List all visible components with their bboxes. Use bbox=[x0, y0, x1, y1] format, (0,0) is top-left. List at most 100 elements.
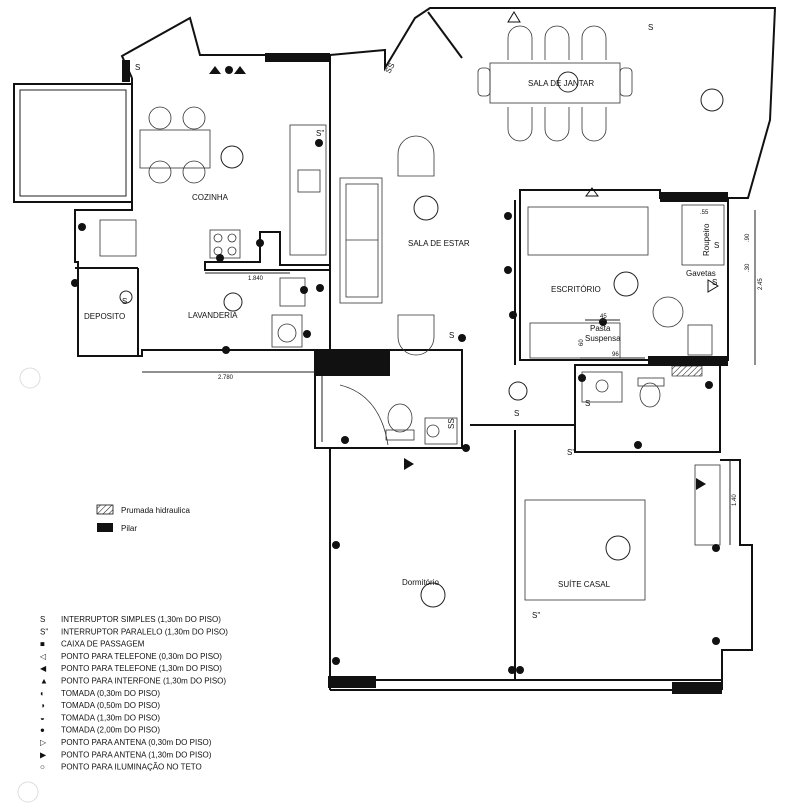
pillar bbox=[672, 682, 722, 694]
switch-parallel-icon: S'' bbox=[532, 611, 541, 620]
intercom-icon bbox=[209, 66, 221, 74]
room-label-deposito: DEPOSITO bbox=[84, 312, 125, 321]
legend-symbol-icon: ▷ bbox=[40, 738, 47, 747]
outlet-icon bbox=[712, 637, 720, 645]
legend-item-text: TOMADA (0,50m DO PISO) bbox=[61, 701, 160, 710]
switch-parallel-icon: S'' bbox=[316, 129, 325, 138]
outlet-icon bbox=[332, 657, 340, 665]
switch-simple-icon: S bbox=[585, 399, 590, 408]
pillar bbox=[660, 192, 728, 202]
switch-labels: S SS S S'' S S SS S S S'' S'' S S bbox=[122, 11, 719, 620]
label-roupeiro: Roupeiro bbox=[702, 223, 711, 256]
light-point-icon bbox=[119, 290, 133, 304]
desk bbox=[527, 206, 649, 256]
legend-item-text: INTERRUPTOR PARALELO (1,30m DO PISO) bbox=[61, 627, 228, 636]
legend-item-text: TOMADA (1,30m DO PISO) bbox=[61, 713, 160, 722]
switch-simple-icon: S bbox=[449, 331, 454, 340]
legend-symbol-icon: ▲ bbox=[40, 677, 48, 686]
switch-simple-icon: S bbox=[135, 63, 140, 72]
legend-item-text: TOMADA (0,30m DO PISO) bbox=[61, 689, 160, 698]
room-label-lavanderia: LAVANDERIA bbox=[188, 311, 238, 320]
legend-pilar: Pilar bbox=[121, 524, 137, 533]
switch-parallel-icon: S'' bbox=[567, 448, 576, 457]
legend-symbol-icon: ■ bbox=[40, 640, 45, 649]
light-point-icon bbox=[223, 292, 243, 312]
switch-simple-icon: S bbox=[514, 409, 519, 418]
legend-symbol-icon: ▶ bbox=[40, 750, 47, 759]
dimensions: 1.840 2.780 .55 .90 .30 2.45 45 96 60 1.… bbox=[142, 210, 764, 545]
legend-item-text: PONTO PARA ANTENA (0,30m DO PISO) bbox=[61, 738, 212, 747]
outlet-icon bbox=[508, 666, 516, 674]
room-label-suite: SUÍTE CASAL bbox=[558, 580, 611, 589]
walls bbox=[13, 7, 777, 691]
legend-symbol-icon: ◒ bbox=[40, 713, 45, 722]
dimension-label: 60 bbox=[579, 339, 585, 346]
outlet-icon bbox=[300, 286, 308, 294]
legend-item-text: TOMADA (2,00m DO PISO) bbox=[61, 726, 160, 735]
outlet-icon bbox=[634, 441, 642, 449]
pillar bbox=[122, 60, 130, 82]
dimension-label: 45 bbox=[600, 314, 607, 320]
pillar bbox=[648, 356, 728, 366]
label-suspensa: Suspensa bbox=[585, 334, 621, 343]
legend-top: Prumada hidraulica Pilar bbox=[96, 504, 190, 533]
light-point-icon bbox=[508, 381, 528, 401]
room-label-sala-estar: SALA DE ESTAR bbox=[408, 239, 470, 248]
intercom-icon bbox=[234, 66, 246, 74]
pilar-swatch bbox=[97, 523, 113, 532]
prumada-swatch bbox=[96, 504, 114, 515]
legend-item-text: INTERRUPTOR SIMPLES (1,30m DO PISO) bbox=[61, 615, 221, 624]
light-point-icon bbox=[420, 582, 446, 608]
electrical-points bbox=[71, 139, 720, 674]
room-label-escritorio: ESCRITÓRIO bbox=[551, 285, 601, 294]
legend-symbol-icon: ◁ bbox=[39, 652, 46, 661]
dimension-label: 2.780 bbox=[218, 375, 234, 381]
outlet-icon bbox=[222, 346, 230, 354]
outlet-icon bbox=[303, 330, 311, 338]
antenna-icon bbox=[404, 458, 414, 470]
legend-symbol-icon: ◑ bbox=[40, 701, 45, 710]
switch-double-icon: SS bbox=[447, 418, 456, 429]
balcony bbox=[13, 83, 133, 203]
room-label-dormitorio: Dormitório bbox=[402, 578, 439, 587]
outlet-icon bbox=[256, 239, 264, 247]
ceiling-lights bbox=[119, 71, 724, 608]
furniture bbox=[99, 25, 725, 601]
outlet-icon bbox=[578, 374, 586, 382]
outlet-icon bbox=[504, 212, 512, 220]
switch-simple-icon: S bbox=[648, 23, 653, 32]
dimension-label: 1.40 bbox=[732, 494, 738, 506]
outlet-icon bbox=[712, 544, 720, 552]
room-labels: SALA DE JANTAR COZINHA SALA DE ESTAR ESC… bbox=[84, 79, 716, 589]
label-pasta: Pasta bbox=[590, 324, 611, 333]
label-gavetas: Gavetas bbox=[686, 269, 716, 278]
legend-item-text: PONTO PARA ILUMINAÇÃO NO TETO bbox=[61, 763, 202, 772]
room-label-sala-jantar: SALA DE JANTAR bbox=[528, 79, 594, 88]
legend-symbol-icon: S bbox=[40, 615, 45, 624]
dimension-label: 2.45 bbox=[758, 278, 764, 290]
dimension-label: 96 bbox=[612, 352, 619, 358]
legend-item-text: PONTO PARA ANTENA (1,30m DO PISO) bbox=[61, 750, 212, 759]
legend-symbol-icon: ● bbox=[40, 726, 45, 735]
outlet-icon bbox=[216, 254, 224, 262]
light-point-icon bbox=[557, 71, 579, 93]
switch-simple-icon: S bbox=[712, 278, 717, 287]
room-label-cozinha: COZINHA bbox=[192, 193, 229, 202]
pillar bbox=[315, 350, 390, 376]
kitchen-table bbox=[139, 129, 211, 169]
sofa bbox=[339, 177, 383, 304]
outlet-icon bbox=[504, 266, 512, 274]
legend-symbol-icon: ◀ bbox=[40, 664, 47, 673]
outlet-icon bbox=[341, 436, 349, 444]
outlet-icon bbox=[225, 66, 233, 74]
legend-prumada: Prumada hidraulica bbox=[121, 506, 190, 515]
pillar bbox=[328, 676, 376, 688]
switch-simple-icon: S bbox=[122, 297, 127, 306]
outlet-icon bbox=[78, 223, 86, 231]
dimension-label: .90 bbox=[745, 233, 751, 242]
outlet-icon bbox=[315, 139, 323, 147]
pillars bbox=[122, 53, 728, 694]
outlet-icon bbox=[462, 444, 470, 452]
